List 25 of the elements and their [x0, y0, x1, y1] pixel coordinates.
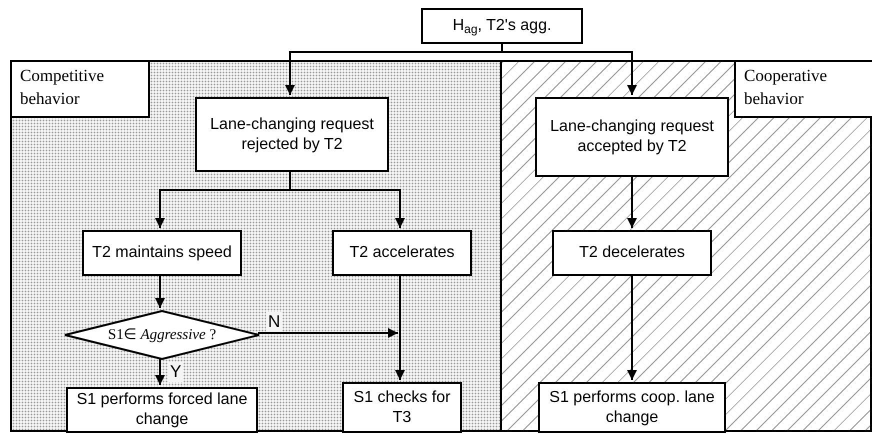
arrow: [501, 44, 637, 95]
arrow: [627, 175, 637, 228]
arrow: [258, 328, 398, 338]
behavior-region: [10, 60, 502, 432]
process-box: T2 accelerates: [332, 230, 472, 276]
region-heading: Cooperative behavior: [734, 62, 872, 118]
process-box: H$_{ag}$, T2's agg.: [421, 8, 583, 44]
process-box: Lane-changing request accepted by T2: [535, 97, 729, 177]
process-box: T2 decelerates: [552, 230, 712, 276]
behavior-region: [502, 60, 872, 432]
region-heading: Competitive behavior: [12, 62, 150, 118]
process-box: S1 checks for T3: [342, 382, 462, 433]
process-box: S1 performs coop. lane change: [538, 382, 726, 433]
edge-label: N: [266, 312, 282, 332]
decision-diamond: [64, 310, 260, 360]
decision-text: S1∈ Aggressive ?: [108, 326, 216, 345]
arrow: [289, 170, 405, 228]
process-box: S1 performs forced lane change: [66, 387, 258, 433]
arrow: [627, 274, 637, 380]
arrow: [155, 274, 165, 308]
edge-label: Y: [168, 362, 184, 382]
arrow: [395, 274, 405, 380]
arrow: [155, 358, 165, 385]
process-box: Lane-changing request rejected by T2: [195, 97, 389, 172]
process-box: T2 maintains speed: [82, 230, 242, 276]
